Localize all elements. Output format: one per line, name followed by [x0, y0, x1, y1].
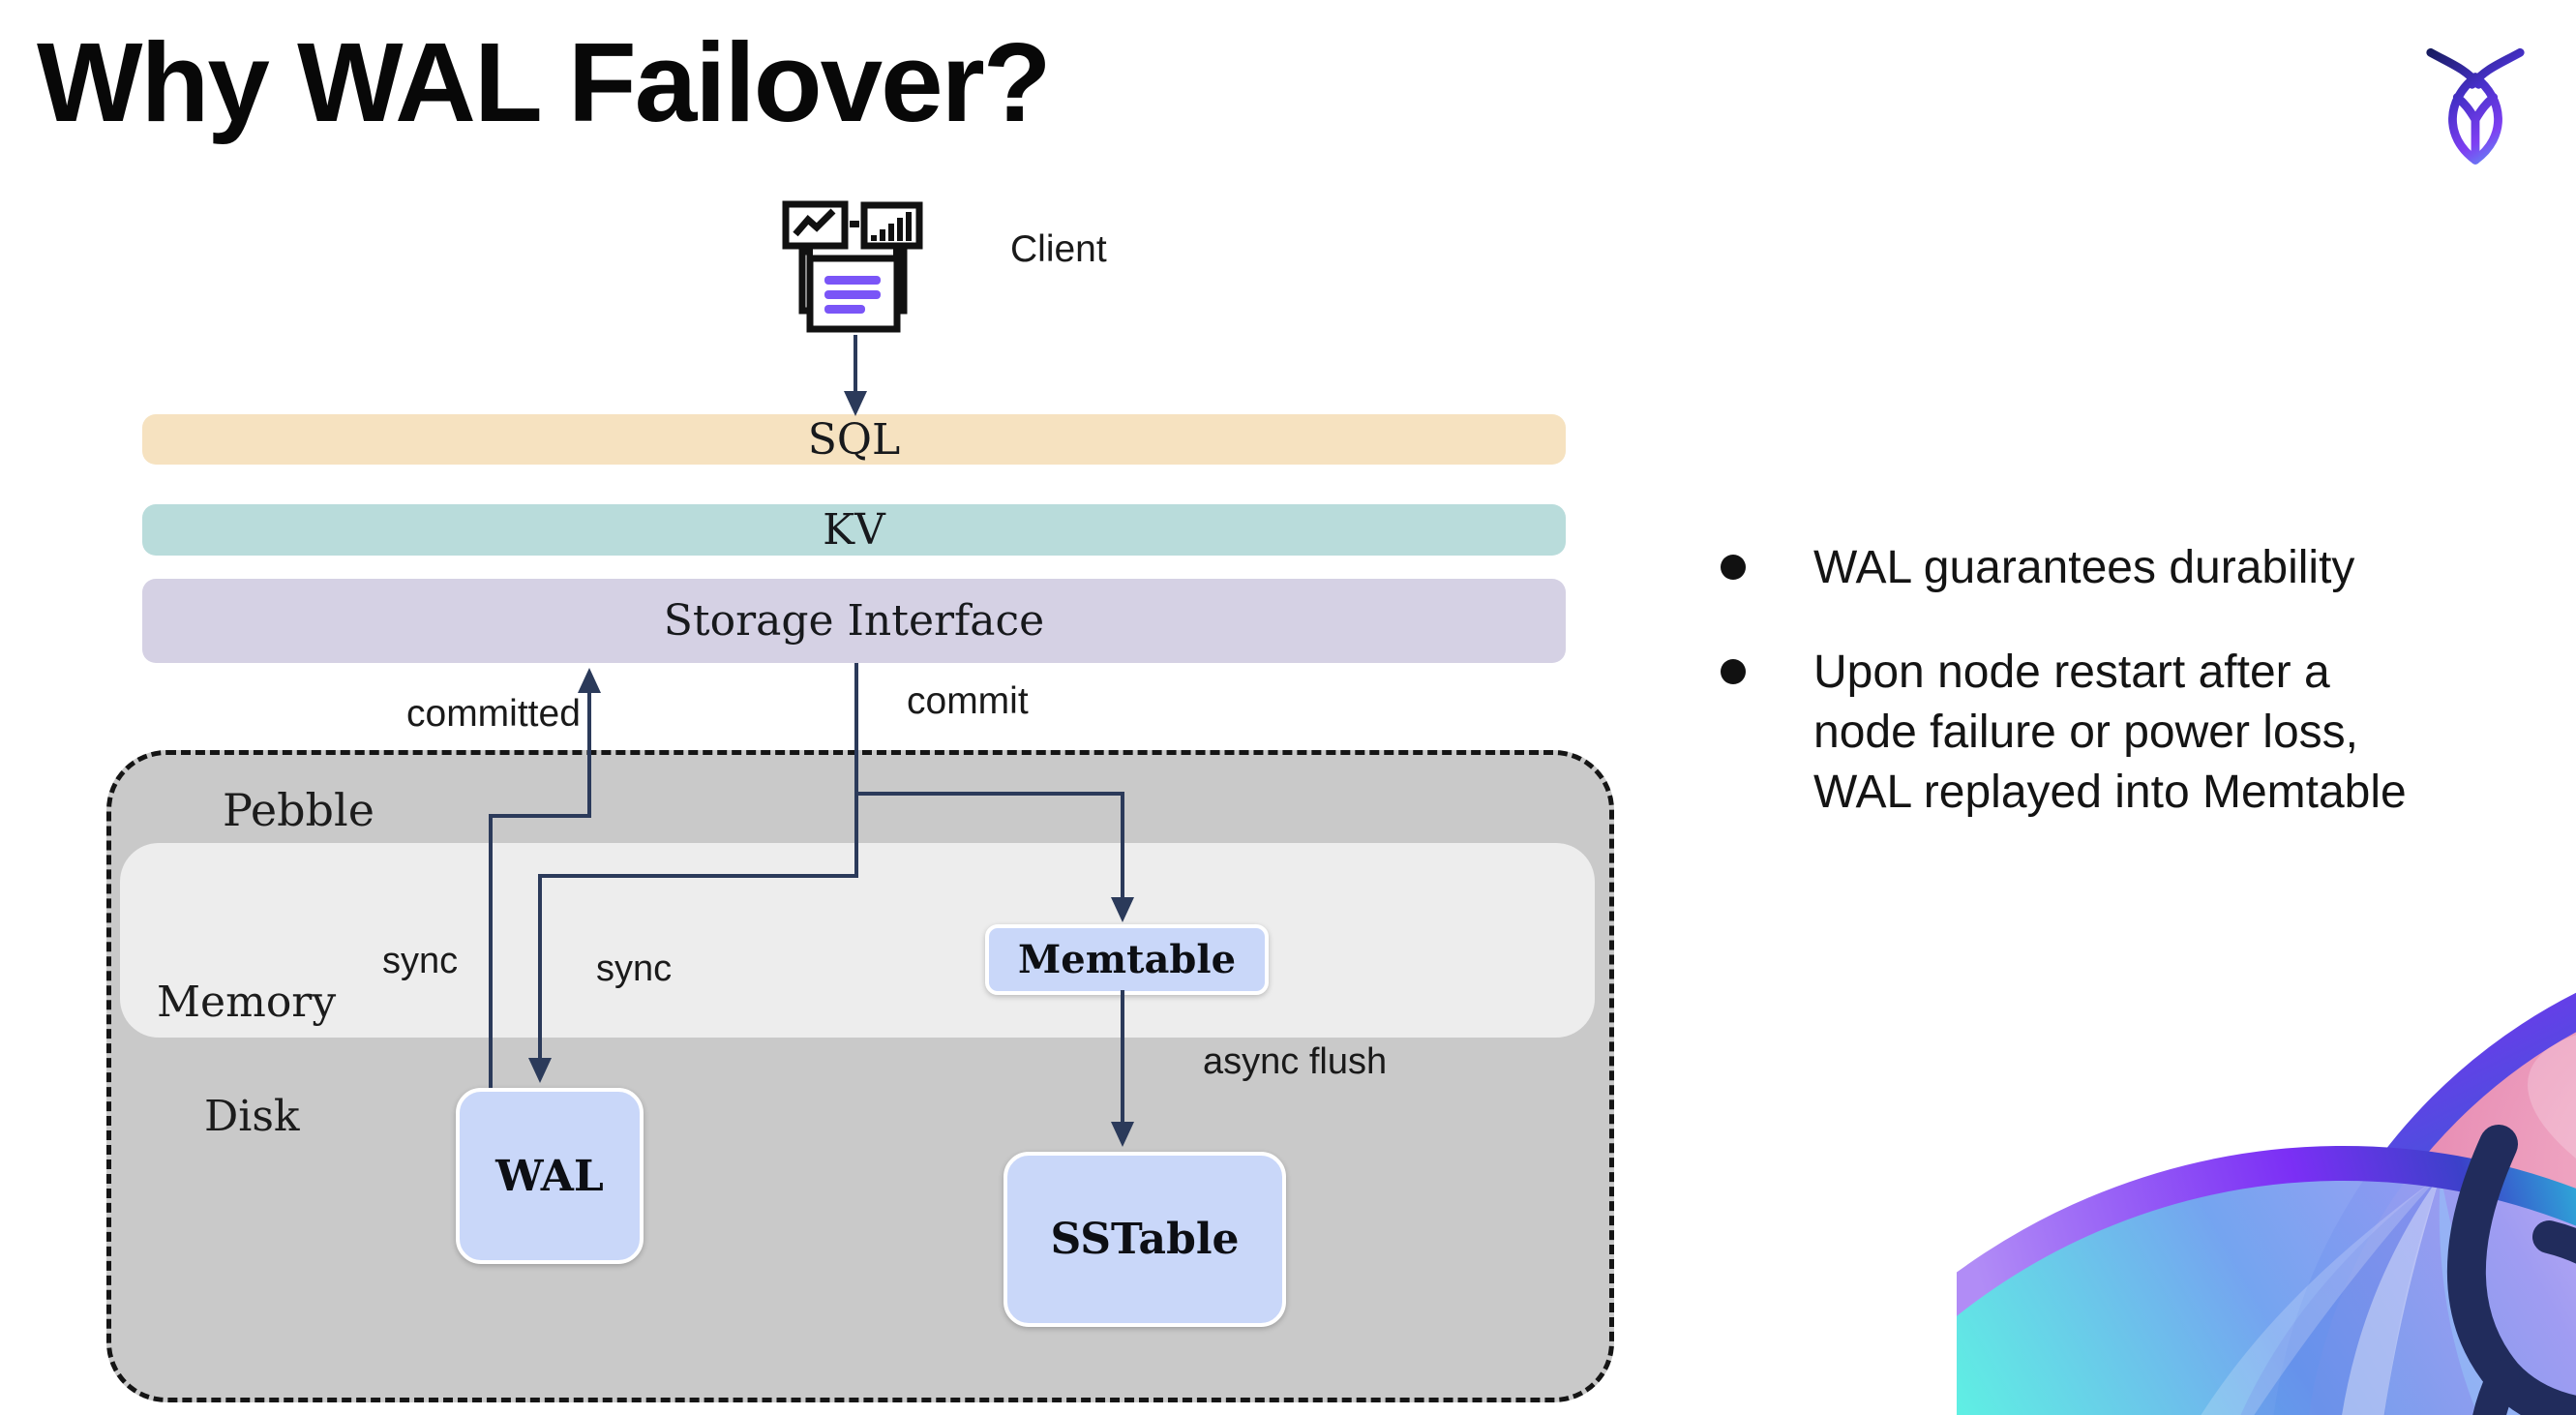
memory-label: Memory [157, 978, 337, 1027]
bullet-dot [1721, 555, 1746, 580]
dash-connector [850, 221, 859, 227]
storage-interface-bar: Storage Interface [142, 579, 1566, 663]
wal-node: WAL [456, 1088, 644, 1264]
edge-label-sync-left: sync [382, 941, 459, 981]
memtable-label: Memtable [1017, 937, 1237, 982]
edge-label-async-flush: async flush [1203, 1041, 1388, 1082]
edge-label-commit: commit [907, 680, 1029, 722]
bullet-1-line-1: WAL guarantees durability [1813, 542, 2355, 593]
disk-label: Disk [204, 1092, 300, 1141]
bullet-2-line-3: WAL replayed into Memtable [1813, 767, 2407, 818]
list-item: WAL guarantees durability [1721, 538, 2553, 598]
edge-label-committed: committed [406, 693, 581, 735]
bullet-list: WAL guarantees durability Upon node rest… [1721, 538, 2553, 823]
storage-interface-label: Storage Interface [663, 596, 1045, 646]
arrowhead-up-storage [578, 668, 601, 693]
cockroachdb-logo-icon [2426, 47, 2525, 165]
page-title: Why WAL Failover? [37, 19, 1052, 145]
bullet-dot [1721, 659, 1746, 684]
sstable-label: SSTable [1050, 1215, 1240, 1264]
bullet-2-line-2: node failure or power loss, [1813, 707, 2358, 758]
arrowhead-down-sql [844, 391, 867, 416]
sstable-node: SSTable [1003, 1152, 1286, 1327]
decorative-brand-art [1957, 992, 2576, 1415]
line-chart-icon [782, 200, 849, 250]
memtable-node: Memtable [985, 924, 1269, 995]
pebble-label: Pebble [223, 784, 374, 836]
kv-layer-bar: KV [142, 504, 1566, 556]
edge-label-sync-right: sync [596, 948, 673, 989]
bullet-2-line-1: Upon node restart after a [1813, 647, 2330, 698]
sql-layer-label: SQL [807, 414, 901, 465]
wal-label: WAL [495, 1151, 604, 1201]
kv-layer-label: KV [823, 505, 885, 555]
sql-layer-bar: SQL [142, 414, 1566, 465]
client-devices-icon [782, 200, 923, 333]
memory-band [120, 843, 1595, 1038]
bar-chart-icon [860, 201, 923, 250]
list-item: Upon node restart after a node failure o… [1721, 643, 2553, 823]
client-label: Client [1010, 228, 1107, 270]
document-icon [798, 248, 908, 333]
